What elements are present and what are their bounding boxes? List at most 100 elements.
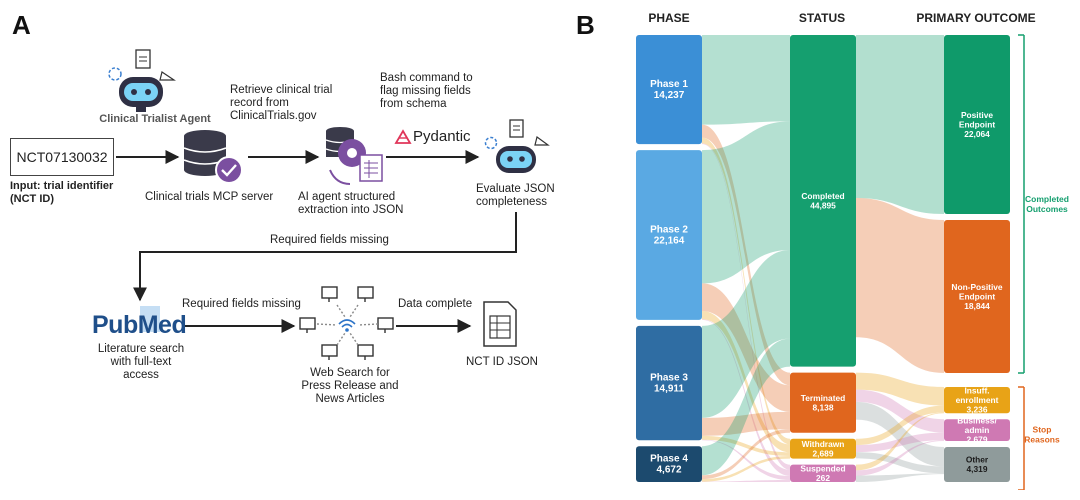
node-label-p2: Phase 2 (650, 225, 688, 236)
node-label-s_susp: Suspended (800, 464, 845, 474)
ai-agent-line2: extraction into JSON (298, 204, 404, 216)
evaluate-line2: completeness (476, 196, 547, 208)
flow-s_term-o_bus (856, 389, 944, 433)
node-p1 (636, 35, 702, 145)
flow-s_susp-o_ins (856, 412, 944, 471)
flow-s_with-o_ins (856, 405, 944, 446)
flow-s_term-o_ins (856, 372, 944, 406)
node-o_neg (944, 220, 1010, 373)
flow-p3-s_term (702, 411, 790, 436)
robot-icon-top (108, 49, 176, 112)
column-header-status: STATUS (799, 11, 845, 25)
web-line2: Press Release and (301, 380, 399, 392)
flow-s_with-o_bus (856, 432, 944, 453)
node-value-s_term: 8,138 (813, 402, 834, 412)
node-label-o_bus: Business/ (957, 416, 997, 426)
ai-agent-line1: AI agent structured (298, 191, 396, 203)
flow-p3-s_with (702, 435, 790, 456)
data-complete-label: Data complete (398, 298, 473, 310)
input-label-line2: (NCT ID) (10, 193, 54, 205)
robot-icon-evaluate (484, 119, 550, 173)
node-value-o_bus: 2,679 (967, 435, 988, 445)
web-line1: Web Search for (310, 367, 390, 379)
nct-id-box: NCT07130032 (10, 138, 114, 176)
flow-s_susp-o_bus (856, 440, 944, 476)
mcp-server-label: Clinical trials MCP server (145, 191, 274, 203)
bash-line2: flag missing fields (380, 85, 471, 97)
required-missing-top: Required fields missing (270, 234, 389, 246)
node-label-o_pos: Positive (961, 110, 993, 120)
flow-s_term-o_oth (856, 401, 944, 467)
node-value-p1: 14,237 (654, 90, 685, 101)
node-p3 (636, 325, 702, 441)
node-value-s_susp: 262 (816, 473, 830, 483)
flow-p2-s_comp (702, 121, 790, 284)
node-value-o_oth: 4,319 (967, 464, 988, 474)
literature-line2: with full-text (110, 356, 172, 368)
node-label-p4: Phase 4 (650, 454, 688, 465)
pubmed-logo: PubMed (92, 311, 187, 339)
bash-line1: Bash command to (380, 72, 473, 84)
pydantic-icon (394, 129, 412, 144)
node-o_oth (944, 446, 1010, 482)
panel-b-letter: B (576, 10, 595, 40)
node-label-o_neg: Endpoint (959, 291, 995, 301)
flow-p3-s_comp (702, 249, 790, 418)
flow-p4-s_with (702, 455, 790, 482)
pubmed-accent-icon (140, 306, 160, 332)
node-s_comp (790, 35, 856, 367)
node-value-o_ins: 3,236 (967, 405, 988, 415)
input-label-line1: Input: trial identifier (10, 180, 114, 192)
node-label-p3: Phase 3 (650, 373, 688, 384)
completed-group-label-2: Outcomes (1026, 204, 1068, 214)
extraction-icon (325, 127, 383, 185)
agent-label: Clinical Trialist Agent (99, 113, 211, 125)
flow-p2-s_susp (702, 319, 790, 476)
retrieve-line2: record from (230, 97, 289, 109)
node-p4 (636, 446, 702, 482)
literature-line1: Literature search (97, 343, 185, 355)
node-label-s_with: Withdrawn (802, 439, 845, 449)
flow-p2-s_term (702, 283, 790, 412)
retrieve-line3: ClinicalTrials.gov (230, 110, 317, 122)
flow-p1-s_comp (702, 35, 790, 125)
flow-p1-s_susp (702, 143, 790, 470)
column-header-phase: PHASE (648, 11, 689, 25)
stop-group-label-2: Reasons (1024, 434, 1060, 444)
node-label-o_ins: Insuff. (964, 386, 989, 396)
node-value-p4: 4,672 (656, 465, 681, 476)
required-missing-bottom: Required fields missing (182, 298, 301, 310)
flow-p4-s_comp (702, 338, 790, 476)
node-s_susp (790, 464, 856, 482)
node-value-s_with: 2,689 (813, 448, 834, 458)
flow-p4-s_term (702, 429, 790, 480)
web-line3: News Articles (315, 393, 385, 405)
flow-p2-s_with (702, 311, 790, 453)
flow-p4-s_susp (702, 480, 790, 482)
node-label-o_ins: enrollment (956, 395, 999, 405)
literature-line3: access (123, 369, 159, 381)
node-value-s_comp: 44,895 (810, 201, 836, 211)
flow-s_comp-o_neg (856, 197, 944, 373)
panel-a-letter: A (12, 10, 31, 40)
node-label-s_term: Terminated (801, 393, 846, 403)
node-value-p2: 22,164 (654, 236, 685, 247)
completed-group-label: Completed (1025, 194, 1069, 204)
evaluate-line1: Evaluate JSON (476, 183, 555, 195)
bash-line3: from schema (380, 98, 447, 110)
column-header-outcome: PRIMARY OUTCOME (916, 11, 1035, 25)
pydantic-label: Pydantic (413, 128, 471, 145)
node-o_pos (944, 35, 1010, 215)
node-value-p3: 14,911 (654, 384, 684, 395)
stop-bracket (1018, 386, 1025, 490)
nct-json-label: NCT ID JSON (466, 356, 538, 368)
node-label-o_bus: admin (965, 425, 990, 435)
node-label-o_pos: Endpoint (959, 120, 995, 130)
json-file-icon (483, 301, 517, 347)
stop-group-label: Stop (1033, 424, 1052, 434)
node-o_ins (944, 386, 1010, 414)
node-label-o_oth: Other (966, 455, 989, 465)
node-label-s_comp: Completed (801, 191, 844, 201)
node-p2 (636, 150, 702, 320)
sankey-chart: PHASE STATUS PRIMARY OUTCOME Phase 114,2… (636, 11, 1069, 490)
